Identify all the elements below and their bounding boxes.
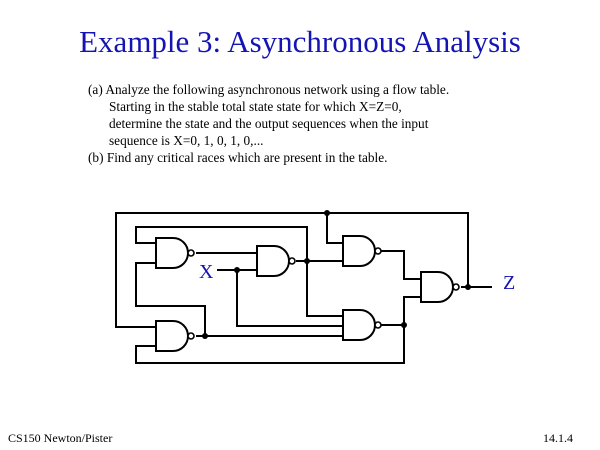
question-b-label: (b) [88,150,104,165]
output-z-label: Z [503,272,516,294]
nand-gate-6 [342,309,382,341]
nand-gate-4 [155,320,195,352]
question-b-text: Find any critical races which are presen… [106,150,388,165]
question-a-line: determine the state and the output seque… [109,116,429,131]
wires [115,212,492,364]
question-a-line: Analyze the following asynchronous netwo… [105,82,450,97]
nand-gate-2 [256,245,296,277]
nand-gate-3 [342,235,382,267]
footer-course: CS150 Newton/Pister [8,431,113,445]
nand-gate-1 [155,237,195,269]
junction-dots [202,210,471,339]
slide-title: Example 3: Asynchronous Analysis [79,24,521,59]
question-a: (a) Analyze the following asynchronous n… [88,81,449,149]
input-x-label: X [199,261,214,283]
question-a-label: (a) [88,82,103,97]
footer-slide-number: 14.1.4 [543,431,573,445]
question-a-line: Starting in the stable total state state… [109,99,402,114]
nand-gate-5 [420,271,460,303]
question-a-line: sequence is X=0, 1, 0, 1, 0,... [109,133,264,148]
question-b: (b) Find any critical races which are pr… [88,149,387,166]
